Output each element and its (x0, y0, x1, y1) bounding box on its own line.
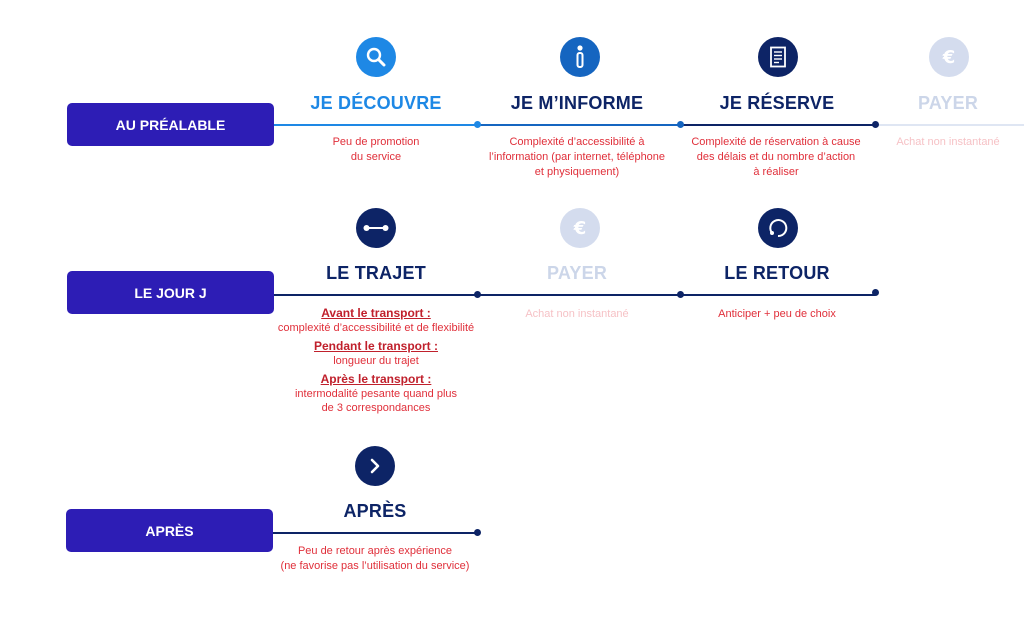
timeline-node (677, 121, 684, 128)
phase-label-apres: APRÈS (66, 509, 273, 552)
step-title-payer: PAYER (546, 263, 608, 283)
timeline-segment (875, 124, 1024, 126)
desc-line: des délais et du nombre d’action (696, 151, 856, 163)
timeline-node (474, 291, 481, 298)
euro-icon: € (560, 208, 600, 248)
step-desc-retour: Anticiper + peu de choix (677, 307, 877, 322)
euro-icon: € (929, 37, 969, 77)
phase-label-text: APRÈS (145, 522, 194, 539)
timeline-node (474, 121, 481, 128)
chevron-right-icon (355, 446, 395, 486)
phase-label-prealable: AU PRÉALABLE (67, 103, 274, 146)
section-heading: Avant le transport : (321, 306, 431, 320)
step-desc-payer: Achat non instantané (477, 307, 677, 322)
desc-line: du service (350, 151, 402, 163)
timeline-segment (477, 124, 680, 126)
step-title-informe: JE M’INFORME (510, 93, 644, 113)
step-title-reserve: JE RÉSERVE (719, 93, 835, 113)
desc-line: Anticiper + peu de choix (718, 308, 836, 320)
step-desc-payer: Achat non instantané (880, 135, 1016, 150)
section-heading: Pendant le transport : (313, 339, 438, 353)
section-text: complexité d’accessibilité et de flexibi… (277, 322, 475, 334)
desc-line: Achat non instantané (525, 308, 629, 320)
desc-line: Peu de retour après expérience (297, 545, 453, 557)
timeline-node (474, 529, 481, 536)
step-desc-apres: Peu de retour après expérience (ne favor… (255, 544, 495, 574)
desc-line: l’information (par internet, téléphone (488, 151, 666, 163)
return-icon (758, 208, 798, 248)
timeline-segment (274, 294, 875, 296)
step-desc-informe: Complexité d’accessibilité à l’informati… (467, 135, 687, 180)
step-title-decouvre: JE DÉCOUVRE (310, 93, 442, 113)
section-text: intermodalité pesante quand plus (294, 388, 458, 400)
info-icon (560, 37, 600, 77)
desc-line: Peu de promotion (332, 136, 420, 148)
desc-line: Complexité d’accessibilité à (509, 136, 645, 148)
step-desc-decouvre: Peu de promotion du service (276, 135, 476, 165)
route-icon (356, 208, 396, 248)
step-title-apres: APRÈS (343, 501, 407, 521)
search-icon (356, 37, 396, 77)
timeline-node (677, 291, 684, 298)
section-text: de 3 correspondances (321, 402, 431, 414)
timeline-segment (273, 532, 477, 534)
desc-line: Complexité de réservation à cause (691, 136, 861, 148)
desc-line: (ne favorise pas l’utilisation du servic… (280, 560, 470, 572)
document-icon (758, 37, 798, 77)
step-desc-trajet: Avant le transport : complexité d’access… (262, 305, 490, 418)
desc-line: à réaliser (753, 166, 799, 178)
timeline-node (872, 121, 879, 128)
svg-text:€: € (573, 218, 587, 239)
svg-text:€: € (942, 47, 956, 68)
section-heading: Après le transport : (320, 372, 432, 386)
phase-label-jour-j: LE JOUR J (67, 271, 274, 314)
step-title-trajet: LE TRAJET (326, 263, 426, 283)
phase-label-text: AU PRÉALABLE (115, 116, 226, 133)
timeline-node (872, 289, 879, 296)
step-title-retour: LE RETOUR (724, 263, 830, 283)
step-title-payer: PAYER (917, 93, 979, 113)
desc-line: Achat non instantané (896, 136, 1000, 148)
desc-line: et physiquement) (534, 166, 620, 178)
section-text: longueur du trajet (333, 355, 419, 367)
timeline-segment (680, 124, 875, 126)
step-desc-reserve: Complexité de réservation à cause des dé… (666, 135, 886, 180)
phase-label-text: LE JOUR J (134, 284, 207, 301)
timeline-segment (274, 124, 477, 126)
